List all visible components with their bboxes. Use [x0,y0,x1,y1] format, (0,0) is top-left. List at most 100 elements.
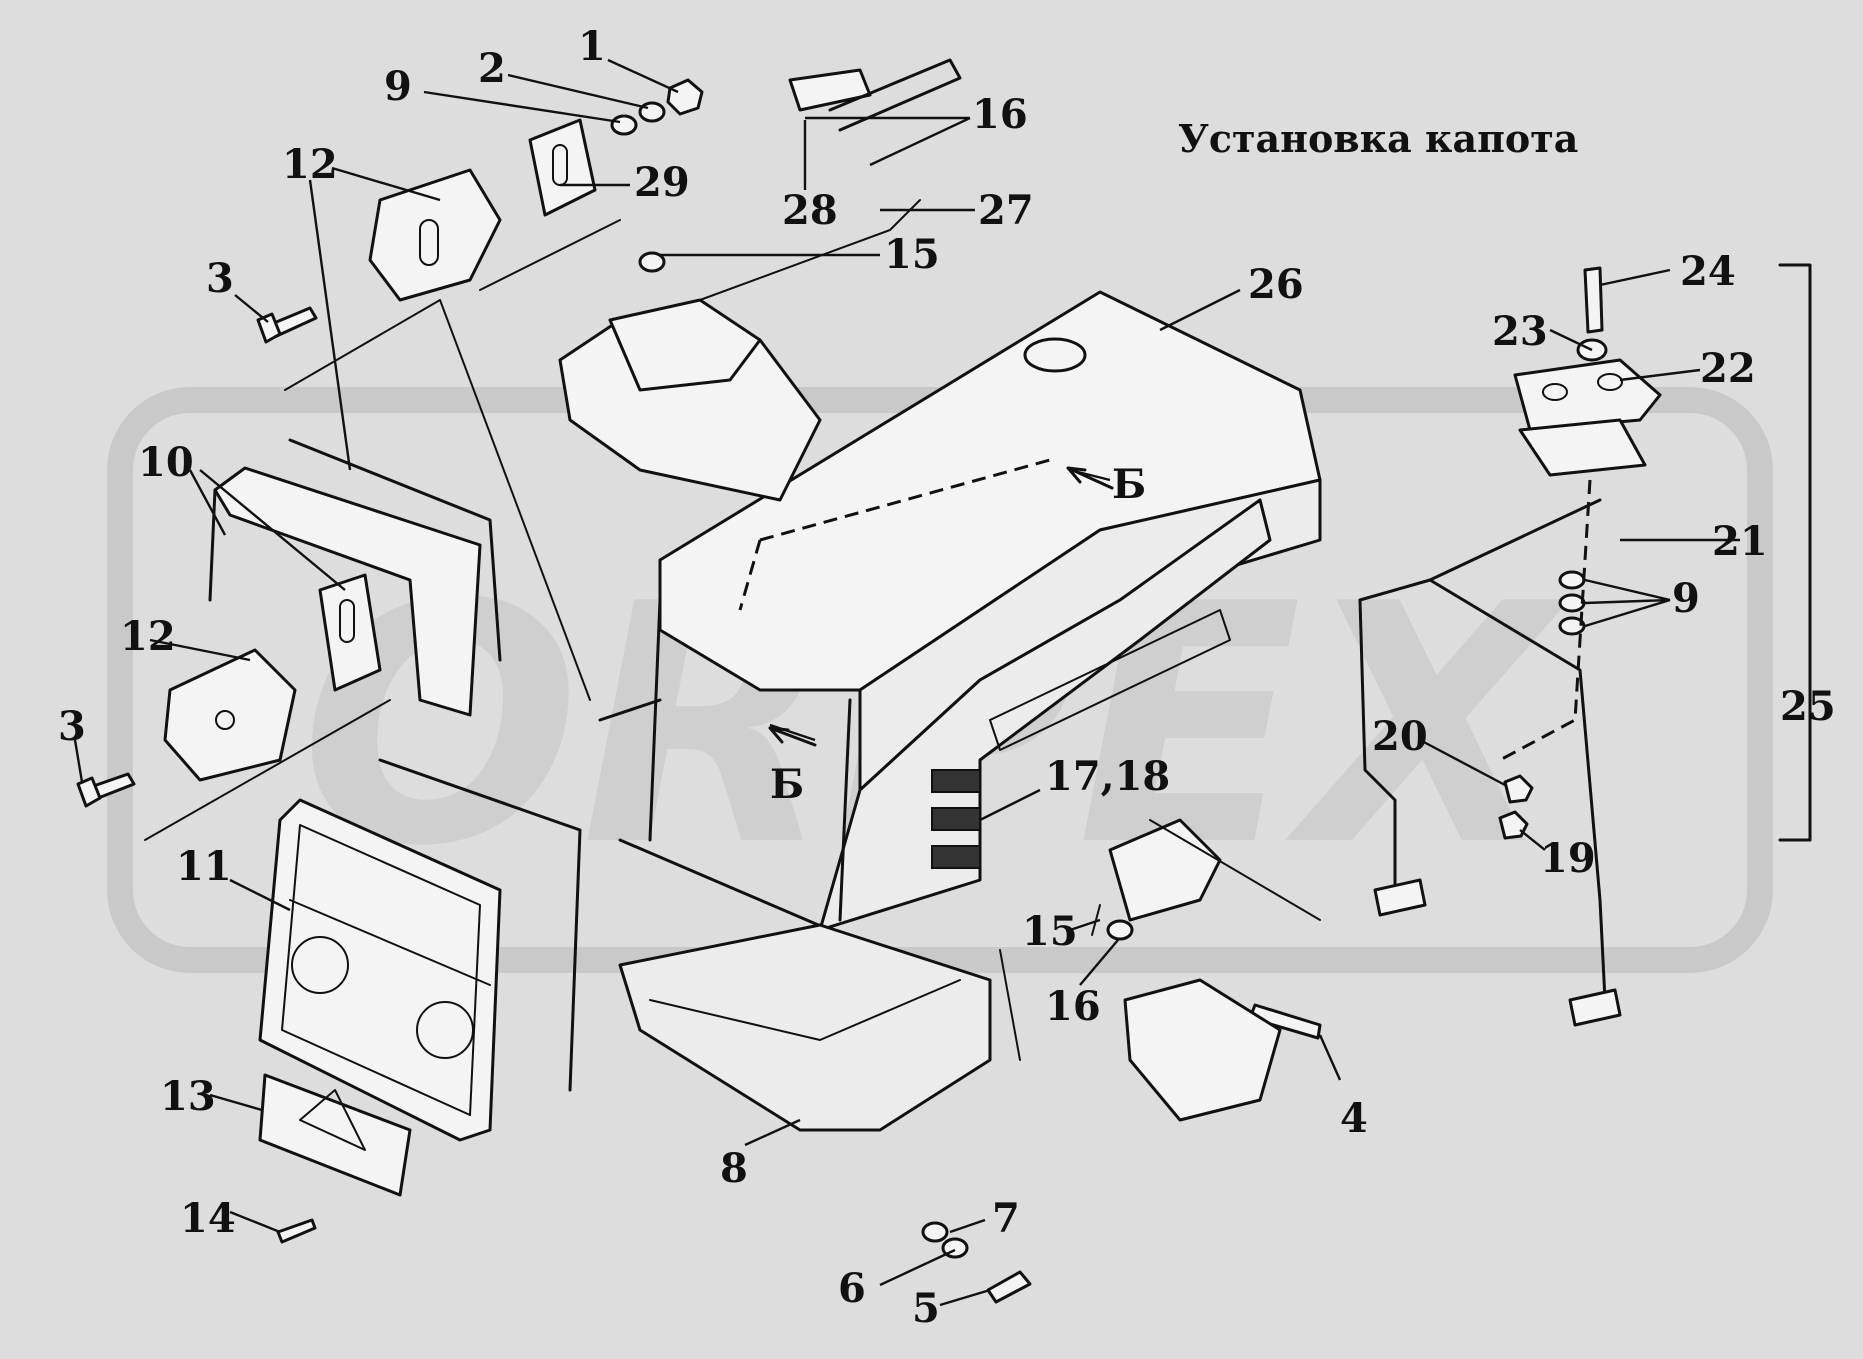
leader-16-lower [1079,939,1119,986]
lower-bracket-body [618,923,992,1132]
nut-20 [1503,774,1534,804]
leader-3-lower [73,739,84,783]
bolt-3-lower-head [76,776,102,808]
hood-hidden-edge-2 [738,539,762,611]
callout-8: 8 [720,1145,748,1192]
callout-6: 6 [838,1265,866,1312]
leader-10 [188,469,227,536]
support-rail [1358,578,1607,1002]
plate-22-hole [1597,373,1623,391]
bolt-5 [986,1270,1032,1304]
hood-filler-opening [1023,337,1087,373]
arrow-B-upper [1066,466,1114,490]
callout-16: 16 [972,91,1028,138]
leader-10b [199,469,346,591]
leader-26 [1159,288,1241,332]
bracket-part-12 [163,168,502,782]
leader-2 [507,73,649,110]
callout-9: 9 [384,63,412,110]
callout-24: 24 [1680,248,1736,295]
leader-1 [607,58,679,94]
callout-23: 23 [1492,308,1548,355]
leader-17-18 [979,788,1041,822]
support-rail-left [1358,598,1397,902]
hood-part-26 [658,290,1322,932]
leader-14 [229,1210,281,1234]
leader-6 [879,1248,956,1287]
leader-20 [1419,738,1506,787]
hood-louvre [931,807,981,831]
callout-27: 27 [978,187,1034,234]
leader-15-lower [1069,918,1101,932]
leader-8 [744,1118,801,1147]
guide-line [1149,819,1321,921]
leader-9-right-b [1584,598,1671,605]
washer-9 [610,114,638,136]
grille-part-11 [258,758,582,1142]
support-rail-diag [1428,498,1602,582]
cotter-15-lower [1091,904,1101,936]
emblem-part-13 [258,1073,412,1197]
leader-9 [423,90,621,124]
grille-inner [281,824,481,1116]
grille-side-frame [378,758,582,1092]
callout-17-18: 17,18 [1045,753,1170,800]
plate-22 [1513,358,1662,432]
hinge-block [1123,978,1282,1122]
callouts: 1 2 9 12 29 16 28 27 15 3 26 24 23 22 10… [58,23,1836,1332]
right-support-part-25 [1358,263,1812,1027]
callout-28: 28 [782,187,838,234]
diagram-title: Установка капота [1178,116,1578,161]
guide-line [439,299,591,701]
callout-11: 11 [176,843,232,890]
callout-B-upper: Б [1112,461,1146,508]
callout-21: 21 [1712,518,1768,565]
shroud-post [208,488,217,602]
leader-11 [229,878,291,912]
upper-bracket-12 [368,168,502,302]
callout-3-lower: 3 [58,703,86,750]
radiator-cap [558,298,822,502]
callout-15-lower: 15 [1022,908,1078,955]
upper-bracket-slot [419,219,439,266]
washer-7 [921,1221,949,1243]
clip-left-body [318,573,382,692]
front-frame-right-post [838,698,852,922]
callout-12: 12 [282,141,338,188]
nut-1 [666,78,704,116]
shroud-part-10 [208,438,502,717]
callout-2: 2 [478,45,506,92]
leader-9-right [1584,578,1671,602]
leader-3 [234,294,269,323]
guide-line [479,219,621,291]
bolt-3-upper-head [256,312,282,344]
washer-2 [638,101,666,123]
bolt-24 [1583,266,1604,334]
leader-19 [1519,829,1546,851]
leader-13 [209,1093,263,1112]
guide-line [284,299,441,391]
washer-15-upper [638,251,666,273]
clip-left-slot [339,599,355,643]
lower-bracket-12 [163,648,297,782]
grille-frame [258,798,502,1142]
callout-13: 13 [160,1073,216,1120]
washer-16-lower [1106,919,1134,941]
hood-hidden-edge [759,458,1051,542]
screw-14 [276,1218,317,1244]
clip-part-29 [318,118,597,692]
leader-23 [1549,328,1593,352]
leader-12 [331,166,441,202]
front-frame-bottom-rail [618,838,832,932]
hood-louvre [931,769,981,793]
front-frame-left-rail [598,698,662,722]
support-foot-left [1373,878,1427,917]
front-frame [598,598,852,932]
hood-side-recess [989,609,1231,751]
callout-29: 29 [634,159,690,206]
callout-B-lower: Б [770,761,804,808]
fasteners [76,78,1608,1304]
clip-29-body [528,118,597,217]
